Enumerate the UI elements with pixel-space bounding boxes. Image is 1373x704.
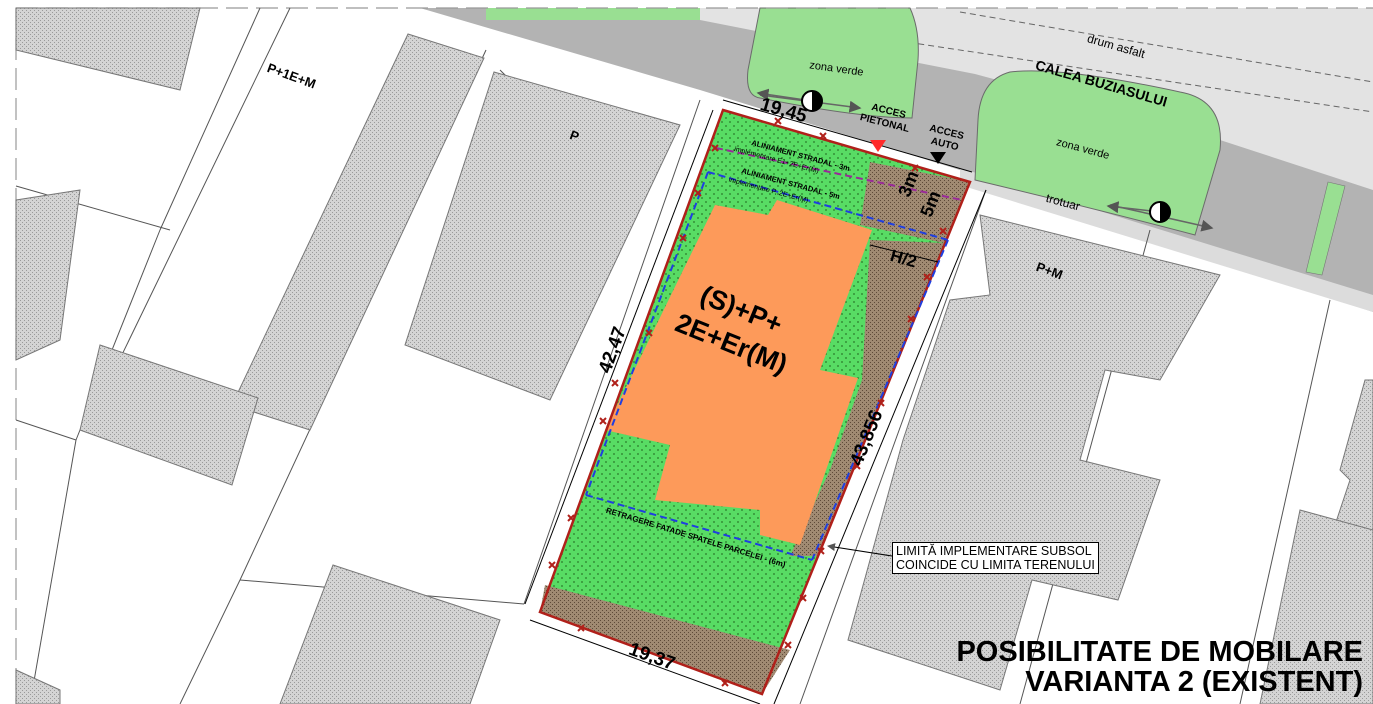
tree-symbol-icon-east	[1106, 201, 1214, 232]
neighbor-buildings	[15, 7, 1373, 704]
title-line2: VARIANTA 2 (EXISTENT)	[1025, 666, 1363, 698]
tree-symbol-icon	[756, 88, 862, 113]
dim-line-bottom	[529, 619, 761, 704]
building-long-left	[79, 344, 259, 486]
alignment-5m-line	[707, 171, 949, 241]
alignment-3m-line	[715, 147, 963, 201]
building-left-edge	[15, 189, 81, 361]
boundary-point-icon	[548, 117, 947, 687]
building-bottom-corner	[15, 669, 61, 704]
drawing-title: POSIBILITATE DE MOBILARE VARIANTA 2 (EXI…	[956, 637, 1363, 697]
building-p	[404, 71, 681, 401]
dim-line-top	[722, 99, 973, 173]
note-line1: LIMITĂ IMPLEMENTARE SUBSOL	[896, 544, 1092, 558]
building-east-small	[1259, 509, 1373, 704]
subsol-limit-note: LIMITĂ IMPLEMENTARE SUBSOL COINCIDE CU L…	[892, 542, 1099, 574]
building-bottom-left	[279, 564, 501, 704]
access-auto-arrow-icon	[930, 152, 946, 164]
plot-paved-bottom	[540, 585, 790, 694]
building-far-nw	[15, 7, 201, 91]
sidewalk-lower	[960, 168, 1373, 312]
plot-paved-east-strip	[790, 240, 944, 556]
sidewalk-strip	[480, 8, 1373, 190]
plot-paved-top	[860, 162, 970, 243]
green-zone-east	[974, 70, 1221, 236]
rear-setback-line	[585, 494, 813, 561]
green-zone-north	[486, 8, 700, 20]
dim-line-right	[773, 189, 987, 704]
access-arrow-icon	[870, 140, 886, 152]
building-footprint	[605, 200, 872, 545]
note-line2: COINCIDE CU LIMITA TERENULUI	[896, 558, 1095, 572]
green-strip-far-east	[1305, 181, 1346, 276]
green-zone-west	[747, 7, 919, 119]
side-setback-line-left	[585, 171, 709, 496]
title-line1: POSIBILITATE DE MOBILARE	[956, 636, 1363, 668]
note-leader	[827, 543, 893, 557]
side-setback-line-right	[811, 239, 949, 561]
building-nw-strip	[231, 33, 485, 431]
dim-line-left	[524, 109, 714, 605]
plot-boundary	[538, 108, 972, 696]
h2-leader	[869, 244, 939, 263]
